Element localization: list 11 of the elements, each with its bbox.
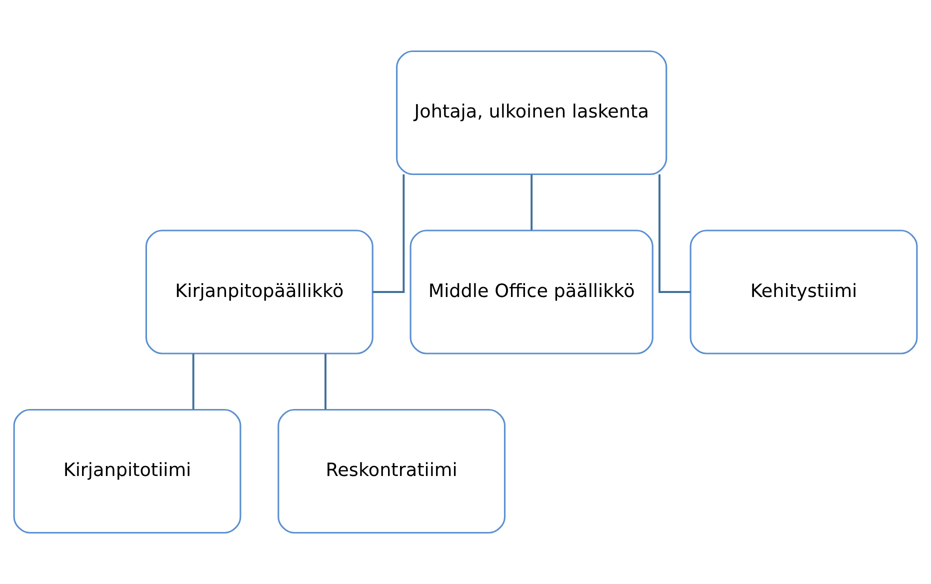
node-box: Reskontratiimi — [278, 408, 506, 534]
node-box: Johtaja, ulkoinen laskenta — [396, 50, 668, 176]
connector — [192, 354, 194, 410]
connector — [324, 354, 326, 410]
connector — [530, 174, 533, 230]
connector — [658, 174, 690, 293]
node-box: Kehitystiimi — [690, 230, 918, 354]
node-box: Kirjanpitotiimi — [13, 408, 242, 534]
connector — [372, 174, 405, 293]
node-box: Kirjanpitopäällikkö — [145, 230, 374, 354]
node-box: Middle Office päällikkö — [410, 230, 654, 354]
